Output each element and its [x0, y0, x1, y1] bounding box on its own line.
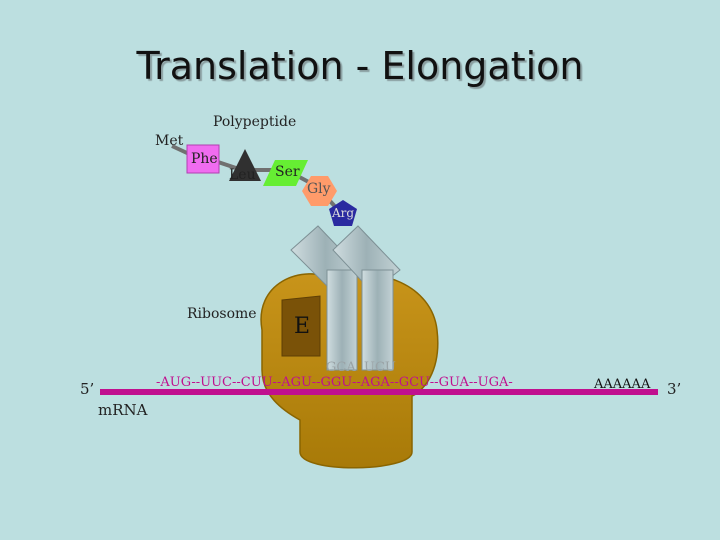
poly-a-tail: AAAAAA — [594, 377, 651, 392]
gly-label: Gly — [307, 181, 331, 197]
trna-2 — [332, 225, 401, 371]
five-prime-label: 5’ — [80, 380, 95, 398]
anticodon-2: UCU — [364, 360, 396, 375]
arg-residue — [329, 200, 357, 226]
ser-residue — [263, 160, 308, 186]
slide-title: Translation - Elongation — [136, 44, 584, 88]
ribosome-label: Ribosome — [187, 306, 257, 322]
ser-label: Ser — [275, 164, 300, 180]
leu-residue — [229, 149, 261, 181]
mrna-strand — [100, 389, 658, 395]
mrna-label: mRNA — [98, 401, 148, 419]
three-prime-label: 3’ — [667, 380, 682, 398]
met-label: Met — [155, 133, 184, 149]
e-site-label: E — [294, 314, 311, 339]
e-site — [281, 295, 321, 357]
phe-residue — [186, 144, 220, 174]
gly-residue — [302, 176, 337, 206]
phe-label: Phe — [191, 151, 218, 167]
arg-label: Arg — [332, 206, 355, 220]
trna-1 — [290, 225, 361, 371]
mrna-sequence: -AUG--UUC--CUU--AGU--GGU--AGA--GCU--GUA-… — [156, 375, 513, 390]
anticodon-1: GCA — [326, 360, 356, 375]
leu-label: Leu — [229, 167, 256, 183]
polypeptide-label: Polypeptide — [213, 114, 297, 130]
